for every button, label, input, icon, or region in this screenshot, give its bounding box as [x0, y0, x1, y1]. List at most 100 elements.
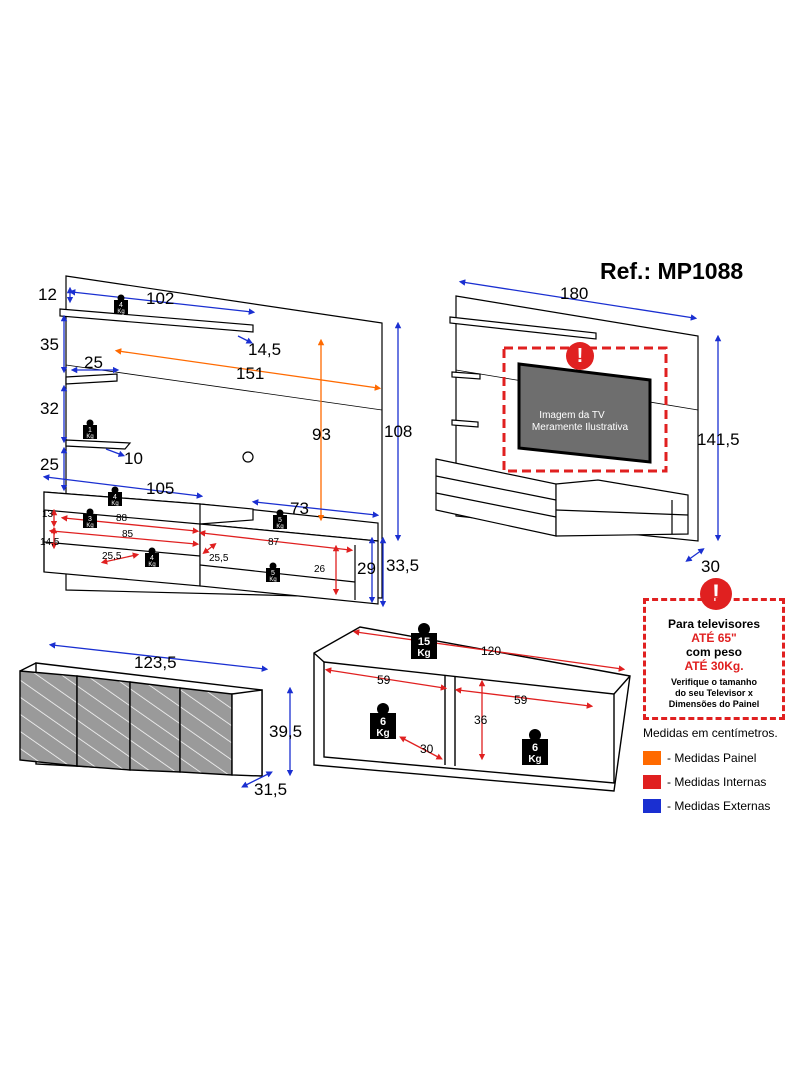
- legend-label: - Medidas Internas: [667, 775, 767, 789]
- cabinet-open: [313, 626, 631, 792]
- weight-value: 4: [150, 555, 154, 562]
- notice-line: com peso: [685, 645, 742, 659]
- weight-icon: 6 Kg: [522, 729, 548, 765]
- weight-icon: 6 Kg: [370, 703, 396, 739]
- notice-hint: Verifique o tamanho do seu Televisor x D…: [646, 677, 782, 710]
- dim-label: 59: [377, 673, 391, 687]
- weight-value: 15: [418, 636, 430, 648]
- dim-label: 105: [146, 479, 174, 498]
- dim-label: 141,5: [697, 430, 740, 449]
- dim-label: 59: [514, 693, 528, 707]
- tv-dashed-frame: [502, 346, 668, 473]
- dim-label: 180: [560, 284, 588, 303]
- weight-icon: 1 Kg: [83, 419, 97, 440]
- cabinet-doors: [19, 662, 263, 777]
- legend-title: Medidas em centímetros.: [643, 726, 778, 740]
- dim-label: 31,5: [254, 780, 287, 799]
- tv-notice-box: Para televisores ATÉ 65" com peso ATÉ 30…: [643, 598, 785, 720]
- weight-icon: 3 Kg: [83, 508, 97, 529]
- weight-unit: Kg: [111, 501, 118, 507]
- weight-value: 1: [88, 427, 92, 434]
- reference-code: Ref.: MP1088: [600, 258, 744, 284]
- weight-unit: Kg: [417, 648, 430, 659]
- dim-label: 151: [236, 364, 264, 383]
- dim-label: 33,5: [386, 556, 419, 575]
- weight-unit: Kg: [117, 309, 124, 315]
- notice-hint-line: do seu Televisor x: [675, 688, 753, 698]
- panel-front-dimension-lines: [42, 286, 402, 608]
- weight-value: 6: [380, 716, 386, 728]
- cabinet-open-dimension-lines: [324, 629, 626, 761]
- weight-icon: 5 Kg: [266, 562, 280, 583]
- dim-label: 30: [701, 557, 720, 576]
- tv-caption: Meramente Ilustrativa: [532, 422, 629, 433]
- legend-swatch-blue: [643, 799, 661, 813]
- dim-label: 87: [268, 537, 280, 548]
- dim-label: 88: [116, 513, 128, 524]
- cabinet-open-weights: 15 Kg 6 Kg 6 Kg: [370, 623, 548, 765]
- dim-label: 25: [84, 353, 103, 372]
- dim-label: 102: [146, 289, 174, 308]
- dim-label: 10: [124, 449, 143, 468]
- dim-label: 25,5: [209, 553, 229, 564]
- dim-label: 123,5: [134, 653, 177, 672]
- dim-label: 13: [42, 509, 54, 520]
- weight-unit: Kg: [86, 434, 93, 440]
- alert-icon: !: [700, 578, 732, 610]
- dim-label: 85: [122, 529, 134, 540]
- weight-value: 4: [113, 494, 117, 501]
- weight-unit: Kg: [376, 728, 389, 739]
- notice-line: ATÉ 65": [691, 631, 737, 645]
- alert-icon: !: [566, 342, 594, 370]
- weight-value: 3: [88, 516, 92, 523]
- panel-front-weights: 4 Kg 1 Kg 4 Kg 3 Kg 5 Kg 4 Kg: [83, 294, 287, 583]
- legend-swatch-red: [643, 775, 661, 789]
- legend-item: - Medidas Painel: [643, 746, 793, 770]
- weight-icon: 15 Kg: [411, 623, 437, 659]
- dim-label: 26: [314, 564, 326, 575]
- notice-line: ATÉ 30Kg.: [684, 659, 744, 673]
- dim-label: 12: [38, 285, 57, 304]
- weight-icon: 4 Kg: [114, 294, 128, 315]
- weight-unit: Kg: [86, 523, 93, 529]
- legend-label: - Medidas Painel: [667, 751, 757, 765]
- panel-front-dimension-labels: 12 102 35 14,5 25 151 32 93 108 10 25 10…: [38, 285, 419, 578]
- weight-unit: Kg: [276, 524, 283, 530]
- tv-screen: [517, 362, 652, 464]
- dim-label: 14,5: [248, 340, 281, 359]
- dim-label: 32: [40, 399, 59, 418]
- legend-swatch-orange: [643, 751, 661, 765]
- dim-label: 14,5: [40, 537, 60, 548]
- cabinet-open-dimension-labels: 120 59 59 36 30: [377, 644, 528, 756]
- weight-value: 6: [532, 742, 538, 754]
- dim-label: 108: [384, 422, 412, 441]
- weight-unit: Kg: [528, 754, 541, 765]
- notice-hint-line: Verifique o tamanho: [670, 677, 757, 687]
- weight-unit: Kg: [269, 577, 276, 583]
- dim-label: 120: [481, 644, 501, 658]
- weight-icon: 5 Kg: [273, 509, 287, 530]
- panel-tv-dimension-labels: 180 141,5 30: [560, 284, 740, 576]
- dim-label: 93: [312, 425, 331, 444]
- notice-line: Para televisores: [667, 617, 761, 631]
- dim-label: 29: [357, 559, 376, 578]
- dim-label: 39,5: [269, 722, 302, 741]
- dim-label: 73: [290, 499, 309, 518]
- legend-item: - Medidas Internas: [643, 770, 793, 794]
- dim-label: 35: [40, 335, 59, 354]
- weight-unit: Kg: [148, 562, 155, 568]
- weight-icon: 4 Kg: [145, 547, 159, 568]
- dim-label: 30: [420, 742, 434, 756]
- weight-value: 5: [278, 517, 282, 524]
- cabinet-dimension-labels: 123,5 39,5 31,5: [134, 653, 302, 799]
- cabinet-dimension-lines: [48, 642, 294, 788]
- legend: Medidas em centímetros. - Medidas Painel…: [643, 726, 793, 818]
- weight-icon: 4 Kg: [108, 486, 122, 507]
- dim-label: 36: [474, 713, 488, 727]
- notice-hint-line: Dimensões do Painel: [668, 699, 760, 709]
- legend-label: - Medidas Externas: [667, 799, 771, 813]
- tv-caption: Imagem da TV: [539, 410, 605, 421]
- panel-tv-dimension-lines: [458, 279, 722, 562]
- dim-label: 25,5: [102, 551, 122, 562]
